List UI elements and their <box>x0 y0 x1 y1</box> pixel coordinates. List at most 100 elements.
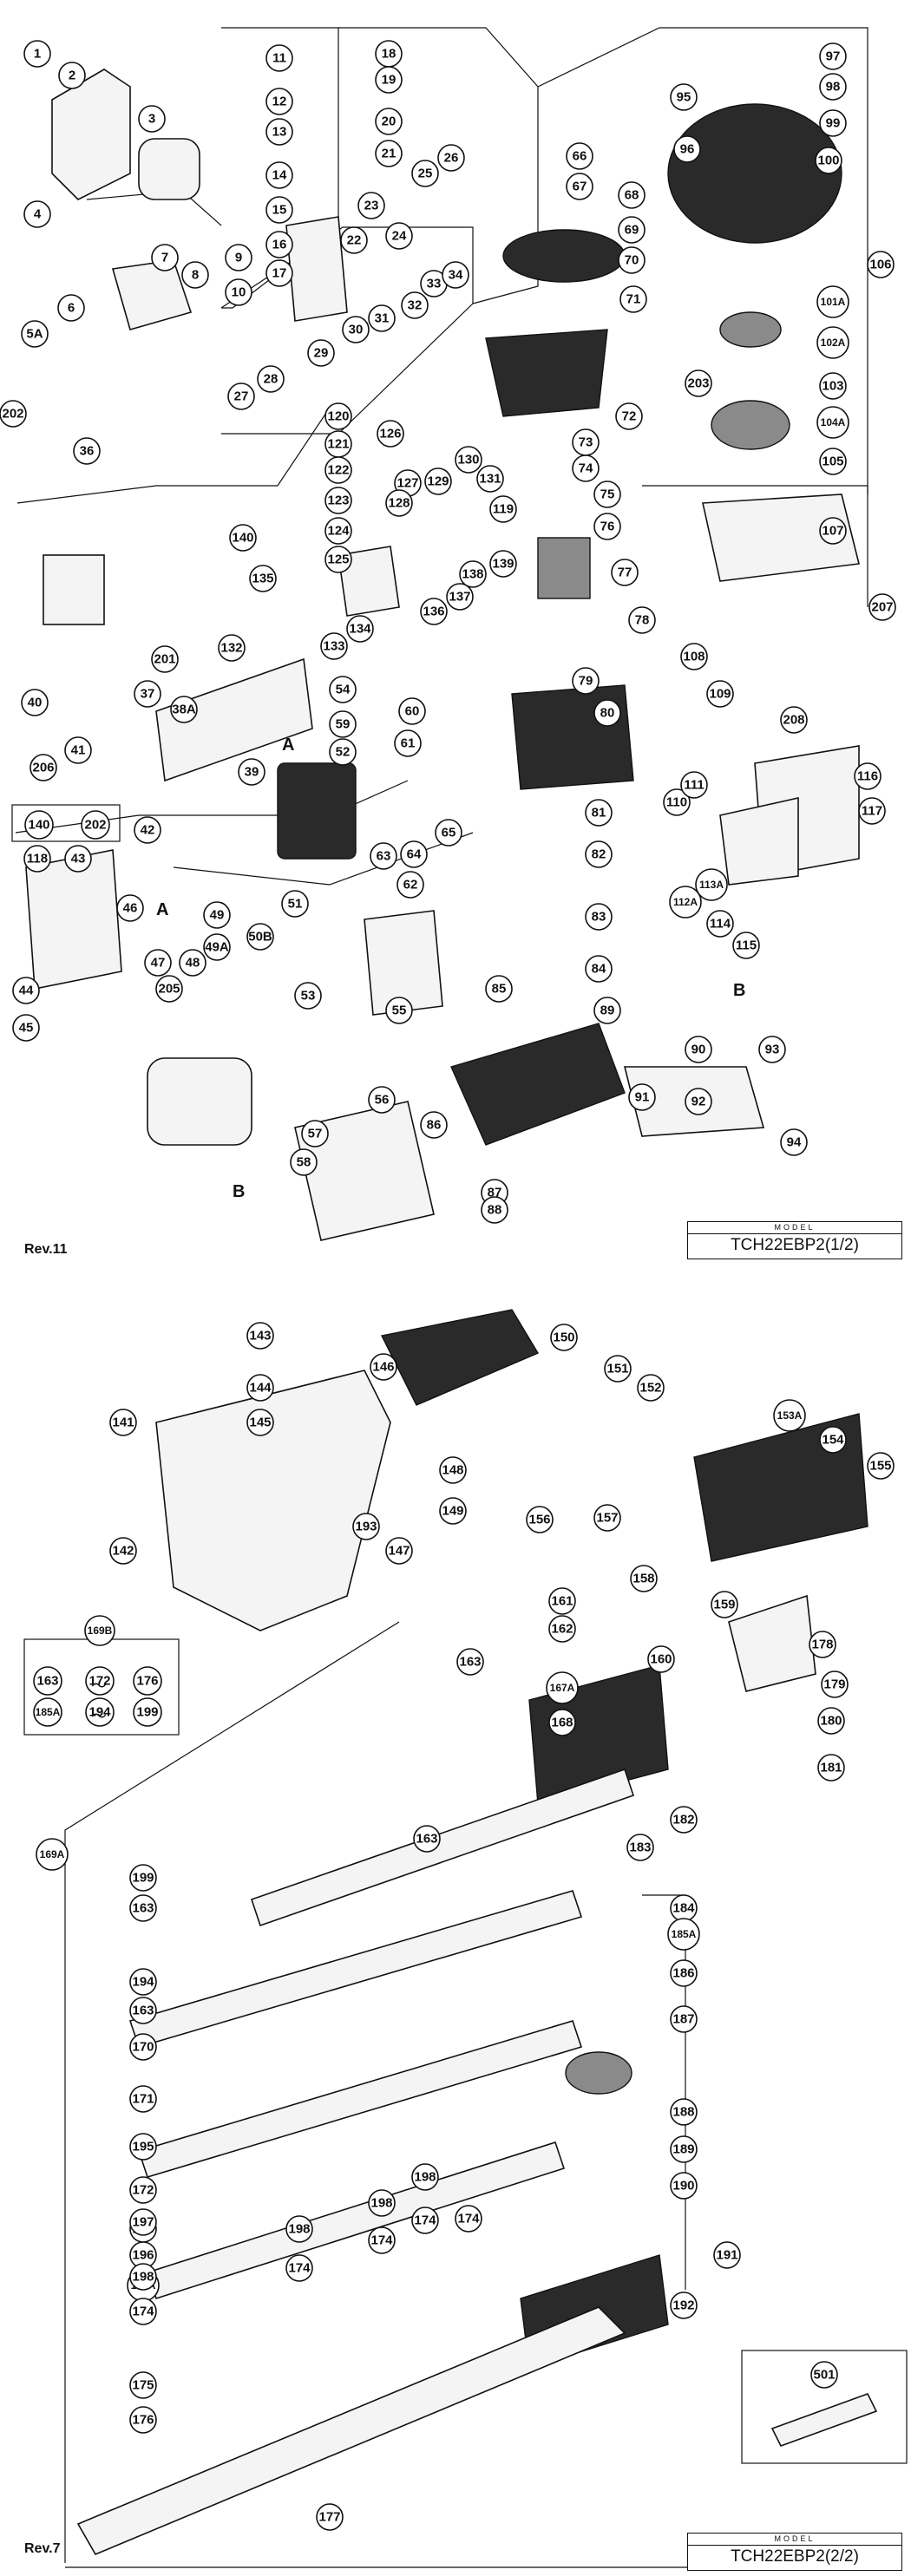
part-callout: 118 <box>23 845 51 873</box>
callout-label: 50B <box>248 930 272 945</box>
part-callout: 48 <box>179 949 206 977</box>
callout-label: 196 <box>132 2248 154 2263</box>
part-callout: 114 <box>706 910 734 938</box>
callout-label: 81 <box>592 806 606 821</box>
part-callout: 6 <box>57 294 85 322</box>
part-callout: 76 <box>593 513 621 540</box>
callout-circle <box>129 1864 157 1892</box>
part-callout: 163 <box>129 1894 157 1922</box>
callout-label: 190 <box>672 2179 694 2194</box>
callout-circle <box>57 294 85 322</box>
callout-label: 122 <box>327 463 349 478</box>
callout-label: 26 <box>444 151 459 166</box>
callout-circle <box>324 456 352 484</box>
callout-label: 193 <box>355 1520 377 1534</box>
callout-label: 140 <box>28 818 49 833</box>
part-callout: 88 <box>481 1196 508 1224</box>
callout-label: 117 <box>862 804 882 819</box>
part-callout: 139 <box>489 550 517 578</box>
part-callout: 112A <box>669 886 702 919</box>
part-callout: 56 <box>368 1086 396 1114</box>
part-callout: 38A <box>170 696 198 723</box>
callout-circle <box>129 2263 157 2291</box>
callout-circle <box>819 448 847 475</box>
callout-circle <box>435 819 462 847</box>
part-callout: 152 <box>637 1374 665 1402</box>
callout-label: 53 <box>301 989 316 1004</box>
part-callout: 151 <box>604 1355 632 1383</box>
part-callout: 12 <box>265 88 293 115</box>
callout-circle <box>398 697 426 725</box>
part-callout: 140 <box>229 524 257 552</box>
callout-label: 99 <box>826 116 841 131</box>
callout-circle <box>320 632 348 660</box>
callout-circle <box>670 2292 698 2319</box>
part-callout: 34 <box>442 261 469 289</box>
callout-circle <box>572 667 600 695</box>
callout-circle <box>316 2503 344 2531</box>
part-callout: 192 <box>670 2292 698 2319</box>
callout-circle <box>446 583 474 611</box>
callout-circle <box>23 200 51 228</box>
part-callout: 64 <box>400 840 428 868</box>
part-callout: 196 <box>129 2241 157 2269</box>
part-callout: 162 <box>548 1615 576 1643</box>
callout-label: 163 <box>416 1832 437 1847</box>
callout-circle <box>669 886 702 919</box>
callout-circle <box>151 244 179 271</box>
part-callout: 117 <box>858 797 886 825</box>
callout-circle <box>630 1565 658 1592</box>
callout-label: 76 <box>600 520 615 534</box>
callout-circle <box>585 903 613 931</box>
callout-circle <box>368 2226 396 2254</box>
callout-circle <box>615 402 643 430</box>
callout-circle <box>12 977 40 1004</box>
callout-label: 33 <box>427 277 442 291</box>
callout-circle <box>732 932 760 959</box>
part-callout: 110 <box>663 788 691 816</box>
callout-circle <box>151 645 179 673</box>
part-callout: 163 <box>33 1666 62 1696</box>
callout-circle <box>637 1374 665 1402</box>
part-callout: 72 <box>615 402 643 430</box>
callout-label: 59 <box>336 717 351 732</box>
callout-circle <box>411 160 439 187</box>
callout-label: 138 <box>462 567 483 582</box>
callout-circle <box>628 1083 656 1111</box>
callout-circle <box>246 923 274 951</box>
part-callout: 150 <box>550 1324 578 1351</box>
callout-label: 90 <box>691 1043 706 1057</box>
callout-label: 29 <box>314 346 329 361</box>
part-callout: 205 <box>155 975 183 1003</box>
callout-label: 140 <box>232 531 253 546</box>
part-callout: 52 <box>329 738 357 766</box>
part-callout: 193 <box>352 1513 380 1540</box>
callout-label: 87 <box>488 1186 502 1200</box>
callout-label: 172 <box>132 2183 154 2198</box>
part-callout: 188 <box>670 2098 698 2126</box>
callout-label: 174 <box>132 2305 154 2319</box>
callout-circle <box>439 1497 467 1525</box>
callout-label: 23 <box>364 199 379 213</box>
callout-circle <box>129 1968 157 1996</box>
callout-circle <box>619 285 647 313</box>
part-callout: 61 <box>394 729 422 757</box>
part-callout: 172 <box>129 2176 157 2204</box>
part-callout: 153A <box>773 1399 806 1432</box>
callout-label: 39 <box>245 765 259 780</box>
callout-circle <box>385 489 413 517</box>
model-box-page2: MODEL TCH22EBP2(2/2) <box>687 2533 902 2571</box>
callout-circle <box>815 147 842 174</box>
callout-label: 66 <box>573 149 587 164</box>
callout-circle <box>611 559 639 586</box>
model-number: TCH22EBP2(1/2) <box>731 1236 859 1254</box>
callout-label: 203 <box>687 376 709 391</box>
callout-circle <box>33 1666 62 1696</box>
part-callout: 123 <box>324 487 352 514</box>
part-callout: 169B <box>84 1615 115 1646</box>
part-callout: 179 <box>821 1670 849 1698</box>
part-callout: 62 <box>397 871 424 899</box>
callout-circle <box>307 339 335 367</box>
callout-circle <box>489 550 517 578</box>
callout-label: 38A <box>172 703 196 717</box>
